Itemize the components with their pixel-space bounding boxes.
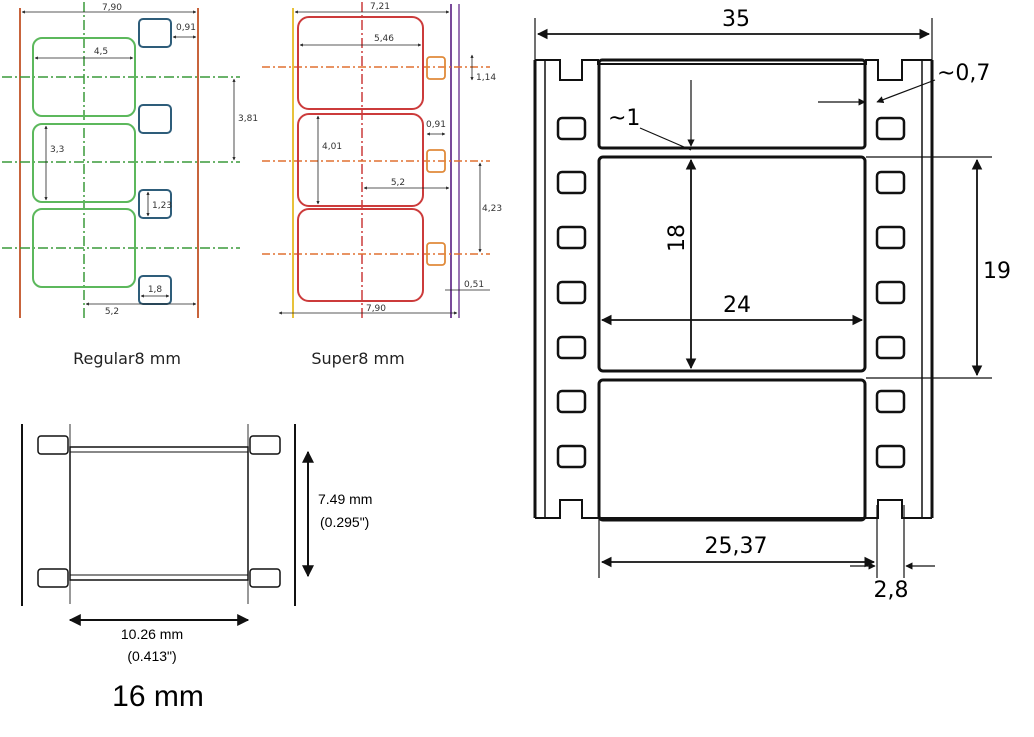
mm35-torn-top	[535, 59, 932, 81]
mm35-frame	[597, 58, 867, 150]
mm35-perforation	[556, 170, 587, 195]
r8-label-center-offset: 5,2	[105, 307, 119, 317]
r8-perforation	[138, 18, 172, 48]
mm35-torn-bottom	[535, 499, 932, 519]
mm35-perforation	[875, 280, 906, 305]
r8-label-pitch: 3,81	[238, 114, 258, 124]
mm16-perforation	[37, 435, 69, 455]
mm35-frame	[597, 378, 867, 522]
mm35-perforation	[556, 444, 587, 469]
mm35-label-pitch: 19	[983, 259, 1011, 284]
s8-label-frame-width: 5,46	[374, 34, 394, 44]
mm35-dim-edge-gap-leader	[876, 79, 936, 104]
mm16-perforation	[249, 568, 281, 588]
mm35-perforation	[875, 170, 906, 195]
mm35-perforation	[875, 335, 906, 360]
mm35-perforation	[556, 280, 587, 305]
mm35-perforation	[556, 225, 587, 250]
mm35-perforation	[556, 389, 587, 414]
s8-caption: Super8 mm	[311, 349, 404, 368]
s8-frame	[297, 208, 424, 302]
mm35-label-frame-width: 24	[723, 293, 751, 318]
mm16-frame	[69, 446, 249, 581]
r8-label-perf-height: 1,23	[152, 201, 172, 211]
mm35-dim-frame-gap-leader	[639, 127, 692, 151]
mm16-label-height-mm: 7.49 mm	[318, 491, 372, 507]
mm35-perforation	[875, 225, 906, 250]
mm35-perforation	[556, 116, 587, 141]
mm35-perforation	[556, 335, 587, 360]
mm35-label-edge-gap: ~0,7	[937, 61, 990, 86]
s8-label-width-total: 7,90	[366, 304, 386, 314]
mm35-frame	[597, 155, 867, 373]
s8-frame	[297, 113, 424, 207]
mm16-label-width-in: (0.413")	[127, 648, 176, 664]
s8-label-frame-height: 4,01	[322, 142, 342, 152]
s8-frame	[297, 16, 424, 110]
r8-label-frame-width: 4,5	[94, 47, 108, 57]
mm35-perforation	[875, 116, 906, 141]
mm16-perforation	[249, 435, 281, 455]
s8-perforation	[426, 149, 446, 173]
s8-label-perf-height: 1,14	[476, 73, 496, 83]
mm35-diagram: 35 ~0,7 ~1	[533, 7, 1011, 603]
mm35-label-perf-width: 2,8	[874, 578, 909, 603]
s8-label-center-offset: 5,2	[391, 178, 405, 188]
super8-diagram: 7,21 5,46 1,14 4,01 0,91 5,2 4,23 0,51 7…	[262, 2, 502, 368]
mm35-label-track-width: 25,37	[705, 534, 768, 559]
mm16-perforation	[37, 568, 69, 588]
mm16-diagram: 7.49 mm (0.295") 10.26 mm (0.413") 16 mm	[21, 424, 372, 713]
r8-label-perf-width: 1,8	[148, 285, 163, 295]
mm35-perforation	[875, 444, 906, 469]
s8-perforation	[426, 242, 446, 266]
s8-label-perf-width: 0,91	[426, 120, 446, 130]
mm35-label-frame-height: 18	[665, 224, 690, 252]
r8-perforation	[138, 104, 172, 134]
r8-label-frame-height: 3,3	[50, 145, 64, 155]
mm35-perforation	[875, 389, 906, 414]
r8-frame	[32, 37, 136, 117]
r8-caption: Regular8 mm	[73, 349, 181, 368]
r8-frame	[32, 208, 136, 288]
r8-perforation	[138, 189, 172, 219]
mm35-label-frame-gap: ~1	[608, 106, 640, 131]
r8-label-width-total: 7,90	[102, 3, 122, 13]
s8-label-pitch: 4,23	[482, 204, 502, 214]
mm35-label-film-width: 35	[722, 7, 750, 32]
r8-label-perf-edge: 0,91	[176, 23, 196, 33]
mm16-label-width-mm: 10.26 mm	[121, 626, 183, 642]
mm16-caption: 16 mm	[112, 680, 204, 713]
r8-frame	[32, 123, 136, 203]
mm16-label-height-in: (0.295")	[320, 514, 369, 530]
s8-label-edge: 0,51	[464, 280, 484, 290]
s8-perforation	[426, 56, 446, 80]
s8-label-width-top: 7,21	[370, 2, 390, 12]
regular8-diagram: 7,90 0,91 4,5 3,81 3,3 1,23 1,8 5,2 Regu…	[2, 2, 258, 368]
